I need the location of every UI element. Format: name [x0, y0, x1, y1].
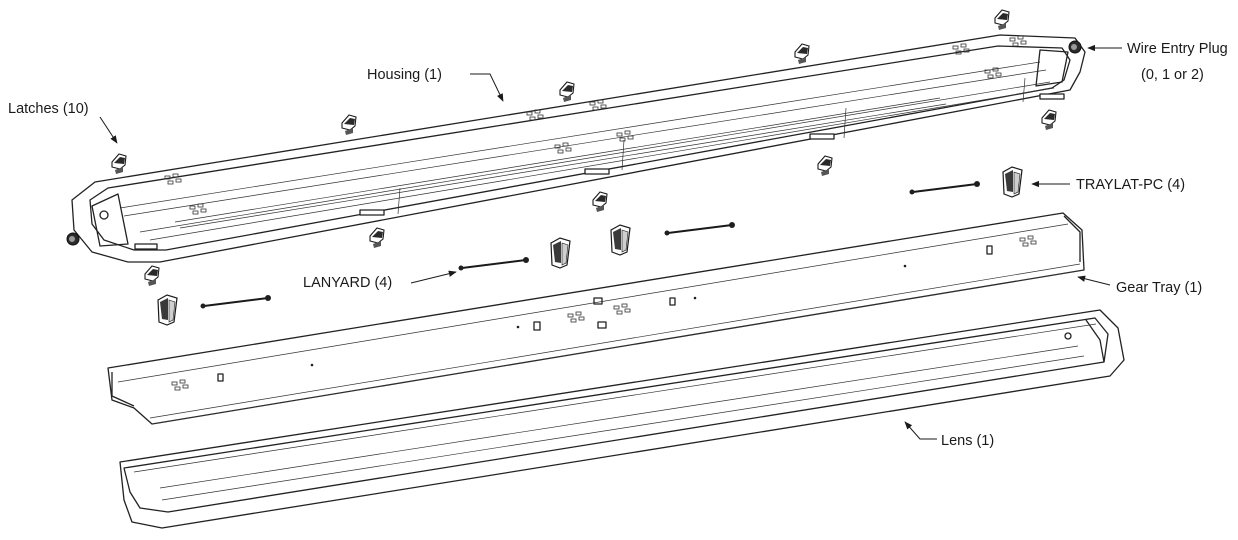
lanyard-icon: [664, 222, 735, 236]
callout-lens-label: Lens (1): [941, 433, 994, 449]
callout-traylat-label: TRAYLAT-PC (4): [1076, 177, 1185, 193]
callout-housing-label: Housing (1): [367, 67, 442, 83]
latch-icon: [559, 81, 575, 103]
callout-latches-label: Latches (10): [8, 101, 89, 117]
lanyard-icon: [458, 257, 529, 271]
callout-latches: Latches (10): [8, 101, 118, 144]
latch-icon: [994, 9, 1010, 31]
callout-wire-entry-plug: Wire Entry Plug (0, 1 or 2): [1087, 41, 1228, 83]
latch-icon: [592, 191, 608, 213]
lanyards-group: [200, 181, 980, 309]
callout-gear-tray: Gear Tray (1): [1077, 275, 1202, 296]
latch-icon: [1041, 109, 1057, 131]
callout-lanyard-label: LANYARD (4): [303, 275, 392, 291]
latch-icon: [144, 265, 160, 287]
callout-wire-entry-plug-sublabel: (0, 1 or 2): [1141, 67, 1204, 83]
wire-entry-plug-icon: [66, 40, 1082, 246]
lens-part: [119, 309, 1125, 529]
callout-wire-entry-plug-label: Wire Entry Plug: [1127, 41, 1228, 57]
latch-icon: [369, 227, 385, 249]
lanyard-icon: [909, 181, 980, 195]
traylat-clip-icon: [157, 294, 178, 326]
latch-icon: [111, 153, 127, 175]
latch-icon: [794, 43, 810, 65]
housing-part: [71, 34, 1086, 263]
traylat-clip-icon: [550, 237, 571, 269]
callout-housing: Housing (1): [367, 67, 504, 102]
traylat-clip-icon: [610, 224, 631, 256]
callout-traylat: TRAYLAT-PC (4): [1031, 177, 1185, 193]
latch-icon: [817, 155, 833, 177]
traylat-clip-icon: [1002, 166, 1023, 198]
gear-tray-part: [107, 212, 1085, 425]
callout-lens: Lens (1): [904, 421, 994, 449]
callout-lanyard: LANYARD (4): [303, 270, 457, 291]
callout-gear-tray-label: Gear Tray (1): [1116, 280, 1202, 296]
latch-icon: [341, 114, 357, 136]
lanyard-icon: [200, 295, 271, 309]
